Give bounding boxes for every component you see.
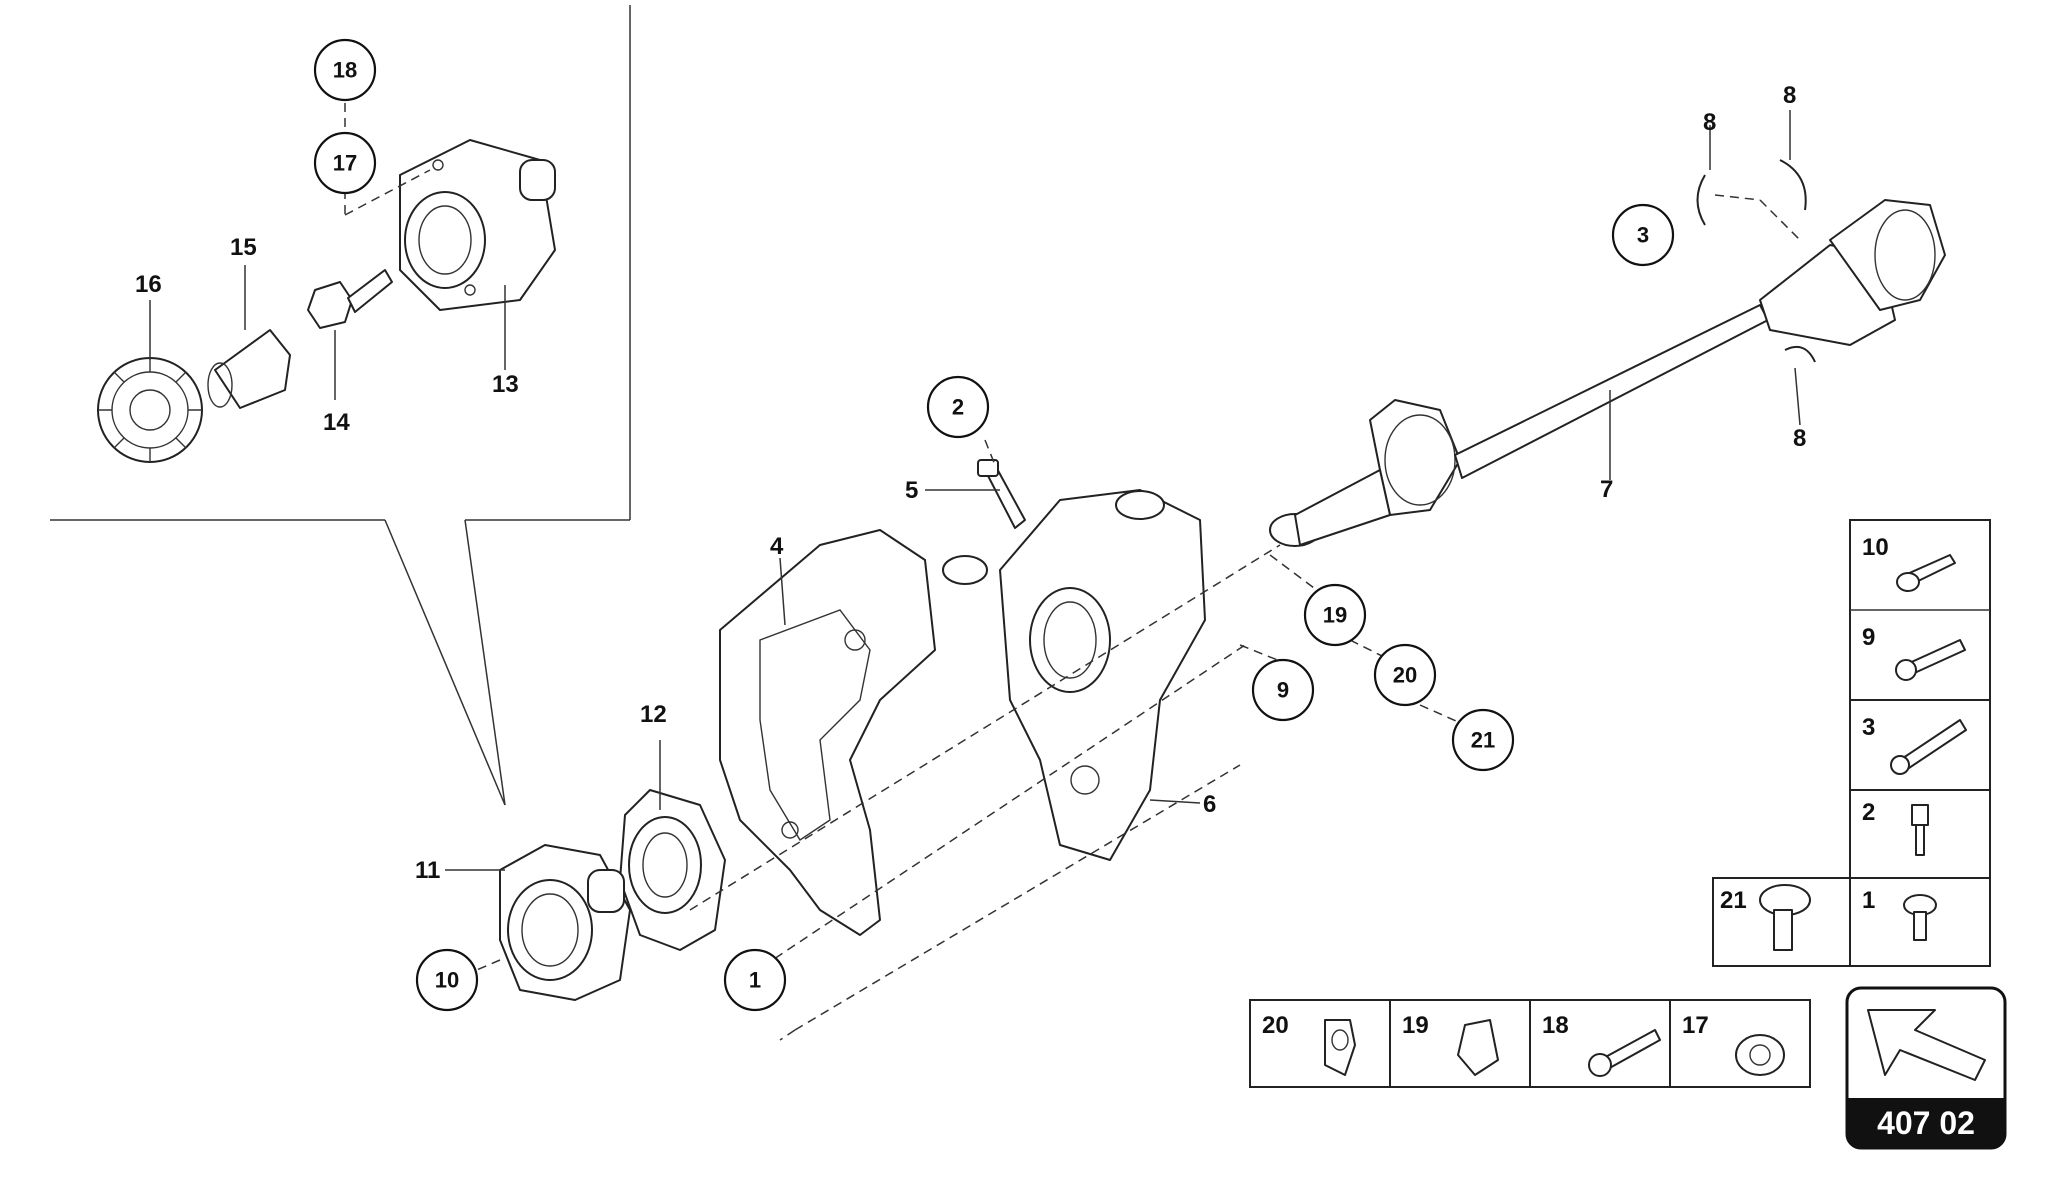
- bubble-21: 21: [1451, 708, 1515, 772]
- label-14: 14: [323, 409, 350, 436]
- bubble-9: 9: [1251, 658, 1315, 722]
- bubble-17: 17: [313, 131, 377, 195]
- legend-right-2: 2: [1862, 799, 1875, 826]
- drive-shaft[interactable]: [1269, 199, 1946, 547]
- svg-text:20: 20: [1393, 663, 1417, 688]
- inset-wheel-hub[interactable]: [399, 139, 556, 311]
- direction-arrow-icon: [1867, 1009, 1986, 1081]
- svg-text:17: 17: [333, 151, 357, 176]
- label-15: 15: [230, 234, 257, 261]
- bubble-2: 2: [926, 375, 990, 439]
- label-5: 5: [905, 477, 918, 504]
- bubble-20: 20: [1373, 643, 1437, 707]
- bubble-1: 1: [723, 948, 787, 1012]
- circlip-top[interactable]: [1696, 159, 1816, 363]
- svg-text:19: 19: [1323, 603, 1347, 628]
- label-16: 16: [135, 271, 162, 298]
- legend-bottom-18: 18: [1542, 1012, 1569, 1039]
- svg-text:18: 18: [333, 58, 357, 83]
- steering-knuckle[interactable]: [942, 489, 1206, 861]
- speed-sensor[interactable]: [977, 459, 1026, 529]
- legend-right-1: 1: [1862, 887, 1875, 914]
- orientation-badge: 407 02: [1845, 986, 2007, 1150]
- svg-text:2: 2: [952, 395, 964, 420]
- svg-text:10: 10: [435, 968, 459, 993]
- bubble-3: 3: [1611, 203, 1675, 267]
- label-13: 13: [492, 371, 519, 398]
- screw-2-icon: [1911, 804, 1929, 826]
- legend-bottom-20: 20: [1262, 1012, 1289, 1039]
- label-7: 7: [1600, 476, 1613, 503]
- wheel-hub[interactable]: [499, 844, 631, 1001]
- nut-17-icon: [1735, 1034, 1785, 1076]
- inset-cv-joint[interactable]: [207, 329, 291, 409]
- leader-lines: [445, 110, 1801, 871]
- svg-text:21: 21: [1471, 728, 1495, 753]
- inset-gear-ring[interactable]: [97, 357, 203, 463]
- label-6: 6: [1203, 791, 1216, 818]
- brake-shield[interactable]: [719, 529, 936, 936]
- plain-labels: 16 15 14 13 11 12 4 5 6 7 8 8 8: [135, 82, 1806, 884]
- legend-right-10: 10: [1862, 534, 1889, 561]
- label-12: 12: [640, 701, 667, 728]
- clip-20-icon: [1324, 1019, 1356, 1076]
- legend-right-9: 9: [1862, 624, 1875, 651]
- label-8a: 8: [1703, 109, 1716, 136]
- label-4: 4: [770, 533, 784, 560]
- legend-bottom-19: 19: [1402, 1012, 1429, 1039]
- svg-text:1: 1: [749, 968, 761, 993]
- label-8b: 8: [1783, 82, 1796, 109]
- legend-right-21: 21: [1720, 887, 1747, 914]
- diagram-code: 407 02: [1877, 1105, 1975, 1141]
- bubble-labels: 18 17 2 3 19 20 9 21 10 1: [313, 38, 1675, 1012]
- legend-right-3: 3: [1862, 714, 1875, 741]
- label-8c: 8: [1793, 425, 1806, 452]
- svg-text:3: 3: [1637, 223, 1649, 248]
- label-11: 11: [415, 857, 440, 884]
- legend-bottom-17: 17: [1682, 1012, 1709, 1039]
- bubble-19: 19: [1303, 583, 1367, 647]
- inset-callout-frame: [50, 5, 631, 806]
- fastener-legend-bottom: 20 19 18 17: [1249, 999, 1811, 1088]
- bubble-18: 18: [313, 38, 377, 102]
- bracket-19-icon: [1457, 1019, 1499, 1076]
- bubble-10: 10: [415, 948, 479, 1012]
- svg-text:9: 9: [1277, 678, 1289, 703]
- inset-hub-bolt[interactable]: [307, 269, 393, 329]
- wheel-bearing[interactable]: [619, 789, 726, 951]
- fastener-legend-right: 10 9 3 2 21 1: [1712, 519, 1991, 967]
